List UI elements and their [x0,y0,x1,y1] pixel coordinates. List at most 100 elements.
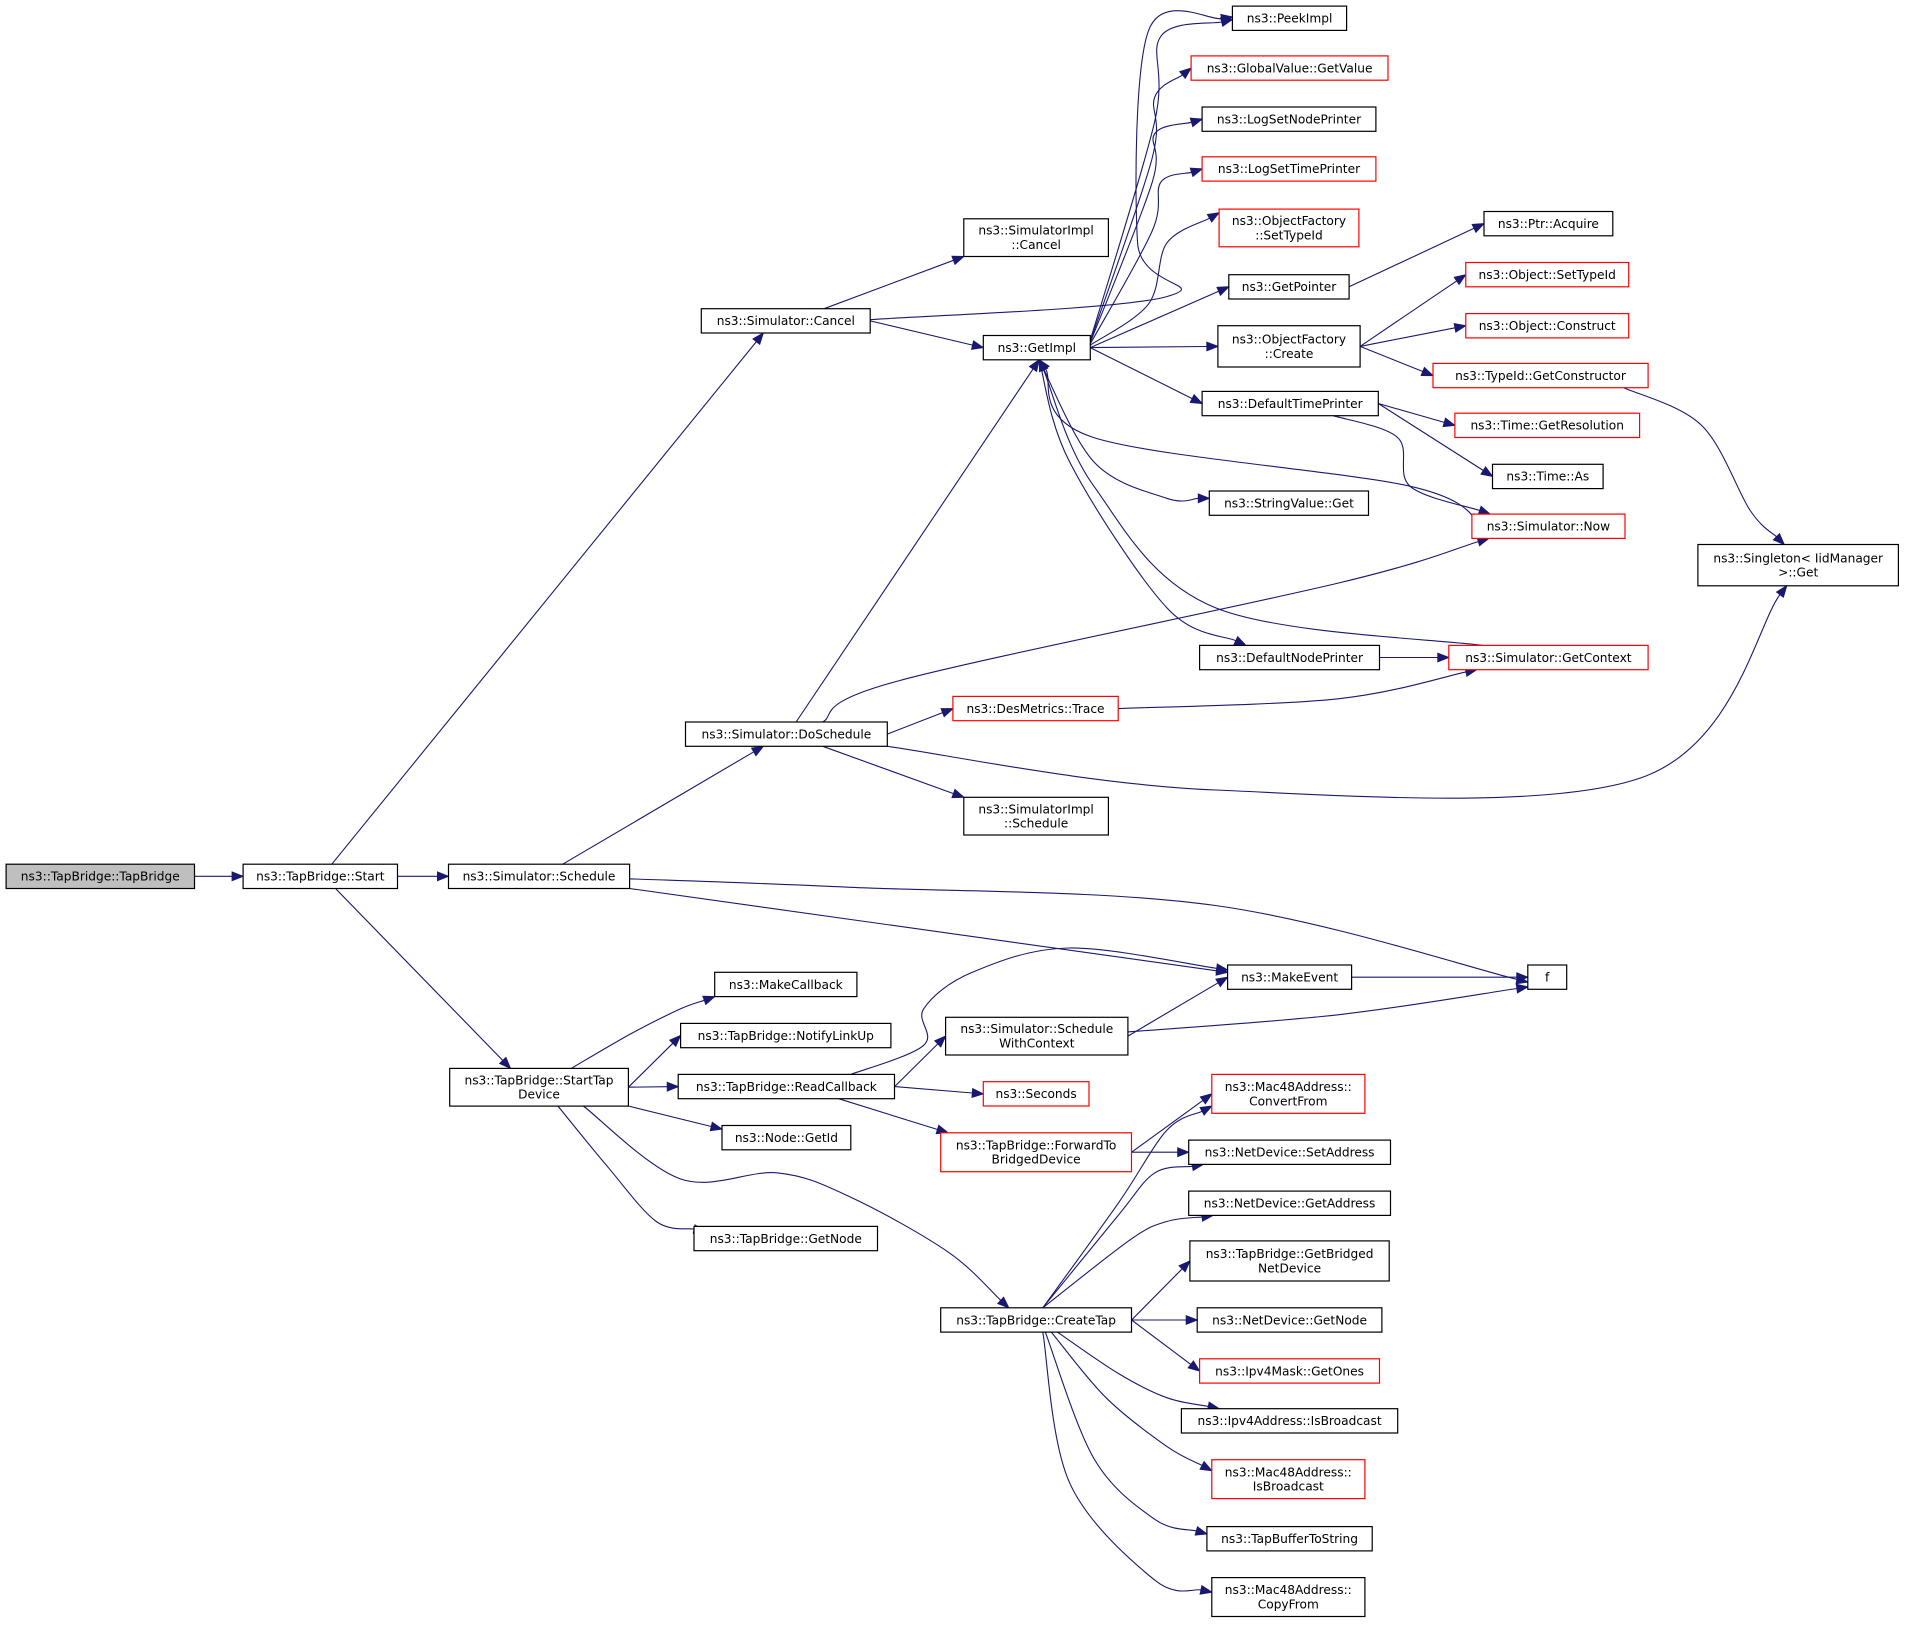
node-sim-now[interactable]: ns3::Simulator::Now [1471,513,1626,539]
node-label: Device [518,1088,560,1102]
node-logsetnodeprinter[interactable]: ns3::LogSetNodePrinter [1201,106,1377,132]
node-simimpl-schedule[interactable]: ns3::SimulatorImpl::Schedule [963,796,1109,836]
node-mac48-convertfrom[interactable]: ns3::Mac48Address::ConvertFrom [1211,1073,1366,1114]
edge-defaulttimeprinter-to-time-as [1378,403,1494,478]
node-netdevice-getaddress[interactable]: ns3::NetDevice::GetAddress [1188,1190,1392,1216]
edge-line [894,1043,939,1087]
edge-makeevent-to-f [1351,972,1530,983]
arrowhead-icon [1178,67,1193,80]
node-f[interactable]: f [1527,964,1568,990]
edge-createtap-to-netdevice-getnode [1131,1314,1199,1326]
node-box [1211,1459,1366,1500]
edge-createtap-to-ipv4mask-getones [1131,1319,1201,1372]
node-sim-schedule[interactable]: ns3::Simulator::Schedule [447,863,631,890]
node-box [1188,1190,1392,1216]
node-mac48-copyfrom[interactable]: ns3::Mac48Address::CopyFrom [1211,1576,1366,1618]
node-globalvalue-getvalue[interactable]: ns3::GlobalValue::GetValue [1190,55,1389,81]
node-objfactory-settypeid[interactable]: ns3::ObjectFactory::SetTypeId [1218,208,1360,248]
node-sim-doschedule[interactable]: ns3::Simulator::DoSchedule [684,721,888,747]
node-getpointer[interactable]: ns3::GetPointer [1228,274,1350,300]
node-label: ns3::Simulator::Cancel [717,314,855,328]
node-label: ns3::LogSetNodePrinter [1217,112,1362,126]
edge-line [822,541,1479,723]
node-desmetrics-trace[interactable]: ns3::DesMetrics::Trace [952,695,1119,722]
node-tapbuffertostring[interactable]: ns3::TapBufferToString [1206,1525,1373,1552]
node-mac48-isbroadcast[interactable]: ns3::Mac48Address::IsBroadcast [1211,1459,1366,1500]
arrowhead-icon [1199,1460,1214,1472]
node-object-construct[interactable]: ns3::Object::Construct [1465,313,1630,339]
node-ipv4mask-getones[interactable]: ns3::Ipv4Mask::GetOnes [1198,1358,1381,1384]
node-label: ns3::TapBridge::NotifyLinkUp [698,1029,875,1043]
node-netdevice-setaddress[interactable]: ns3::NetDevice::SetAddress [1188,1139,1392,1165]
node-netdevice-getnode[interactable]: ns3::NetDevice::GetNode [1196,1307,1383,1333]
node-tapbridge-start[interactable]: ns3::TapBridge::Start [242,863,399,890]
edge-line [838,1098,938,1131]
node-makecallback[interactable]: ns3::MakeCallback [714,971,858,998]
node-box [1201,156,1377,182]
node-box [447,863,631,890]
node-object-settypeid[interactable]: ns3::Object::SetTypeId [1465,261,1630,288]
arrowhead-icon [498,1056,512,1070]
node-label: ns3::SimulatorImpl [978,802,1093,816]
edge-line [1131,1319,1192,1365]
edge-line [1127,982,1219,1037]
node-defaultnodeprinter[interactable]: ns3::DefaultNodePrinter [1198,644,1381,671]
node-objfactory-create[interactable]: ns3::ObjectFactory::Create [1217,325,1361,368]
edge-line [870,10,1222,321]
node-sim-cancel[interactable]: ns3::Simulator::Cancel [700,308,871,334]
node-typeid-getconstructor[interactable]: ns3::TypeId::GetConstructor [1432,362,1649,389]
node-simimpl-cancel[interactable]: ns3::SimulatorImpl::Cancel [963,218,1109,258]
edge-line [557,1105,695,1230]
node-node-getid[interactable]: ns3::Node::GetId [721,1124,852,1151]
edge-sim-doschedule-to-getimpl [795,358,1040,723]
node-defaulttimeprinter[interactable]: ns3::DefaultTimePrinter [1201,390,1379,417]
node-createtap[interactable]: ns3::TapBridge::CreateTap [940,1307,1133,1333]
node-box [1483,210,1614,237]
node-peekimpl[interactable]: ns3::PeekImpl [1231,5,1348,31]
node-readcallback[interactable]: ns3::TapBridge::ReadCallback [677,1073,896,1100]
arrowhead-icon [668,1034,682,1048]
arrowhead-icon [933,1035,947,1048]
edge-sim-schedulewithcontext-to-makeevent [1127,976,1229,1037]
node-ptr-acquire[interactable]: ns3::Ptr::Acquire [1483,210,1614,237]
node-tapbridge-getnode[interactable]: ns3::TapBridge::GetNode [693,1225,879,1252]
node-box [1527,964,1568,990]
node-seconds[interactable]: ns3::Seconds [982,1081,1090,1107]
node-logsettimeprinter[interactable]: ns3::LogSetTimePrinter [1201,156,1377,182]
edge-createtap-to-getbridgednetdevice [1131,1260,1191,1321]
edge-line [1038,359,1237,642]
node-makeevent[interactable]: ns3::MakeEvent [1226,964,1353,990]
node-singleton-get[interactable]: ns3::Singleton< IidManager >::Get [1697,543,1900,587]
node-notifylinkup[interactable]: ns3::TapBridge::NotifyLinkUp [679,1022,892,1049]
edge-line [1089,347,1193,400]
edge-defaultnodeprinter-to-sim-getcontext [1379,652,1451,663]
node-getimpl[interactable]: ns3::GetImpl [982,334,1091,361]
arrowhead-icon [1515,983,1530,994]
edge-line [1045,368,1484,527]
node-ipv4addr-isbroadcast[interactable]: ns3::Ipv4Address::IsBroadcast [1180,1408,1399,1434]
node-label: ns3::Time::As [1506,470,1589,484]
node-box [1697,543,1900,587]
edge-line [1089,21,1222,341]
arrowhead-icon [437,871,450,882]
edge-line [570,999,705,1069]
node-time-as[interactable]: ns3::Time::As [1491,463,1604,490]
node-tapbridge-ctor[interactable]: ns3::TapBridge::TapBridge [5,863,196,890]
arrowhead-icon [1199,1584,1214,1595]
node-box [1218,208,1360,248]
edge-sim-schedule-to-sim-doschedule [562,745,765,865]
node-time-getresolution[interactable]: ns3::Time::GetResolution [1454,412,1641,439]
arrowhead-icon [1187,1360,1201,1372]
node-stringvalue-get[interactable]: ns3::StringValue::Get [1208,490,1370,516]
node-box [982,1081,1090,1107]
node-label: ns3::Object::SetTypeId [1479,268,1616,282]
node-label: ns3::TapBridge::ReadCallback [696,1080,878,1094]
edge-line [1089,290,1219,349]
edge-line [335,888,504,1061]
node-sim-getcontext[interactable]: ns3::Simulator::GetContext [1448,644,1649,671]
node-box [1228,274,1350,300]
